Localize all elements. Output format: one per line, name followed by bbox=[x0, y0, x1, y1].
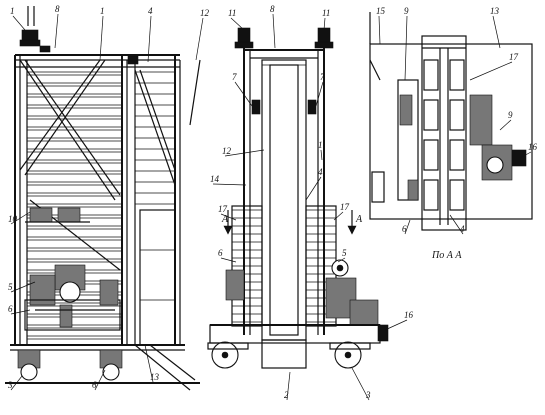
callout-label: 12 bbox=[200, 8, 210, 18]
rail-plates bbox=[423, 59, 465, 211]
section-caption: По А А bbox=[431, 250, 462, 261]
callout-label: 3 bbox=[7, 380, 13, 390]
section-arrow-letter: А bbox=[355, 214, 363, 225]
drive-assembly bbox=[24, 264, 121, 331]
callout-label: 5 bbox=[8, 282, 13, 292]
wheel-icon bbox=[207, 341, 249, 369]
callout-label: 3 bbox=[365, 390, 371, 400]
callout-label: 1 bbox=[100, 6, 105, 16]
section-view bbox=[369, 12, 533, 231]
callout-label: 9 bbox=[404, 6, 409, 16]
callout-label: 4 bbox=[148, 6, 153, 16]
side-view bbox=[5, 6, 201, 391]
callout-label: 17 bbox=[509, 52, 519, 62]
callout-label: 13 bbox=[490, 6, 500, 16]
guide-roller-icon bbox=[307, 99, 317, 115]
motor-icon bbox=[469, 94, 527, 181]
callout-label: 8 bbox=[55, 4, 60, 14]
callout-label: 17 bbox=[218, 204, 228, 214]
callout-label: 8 bbox=[270, 4, 275, 14]
front-view bbox=[207, 27, 389, 369]
callout-label: 7 bbox=[232, 72, 237, 82]
callout-label: 11 bbox=[322, 8, 330, 18]
callout-label: 1 bbox=[318, 140, 323, 150]
wheel-icon bbox=[17, 349, 41, 381]
callout-label: 15 bbox=[376, 6, 386, 16]
guide-roller-icon bbox=[251, 99, 261, 115]
motor-icon bbox=[225, 269, 245, 301]
callout-label: 11 bbox=[228, 8, 236, 18]
lifting-eye-icon bbox=[19, 6, 41, 47]
callout-label: 17 bbox=[340, 202, 350, 212]
callout-label: 9 bbox=[508, 110, 513, 120]
callout-label: 6 bbox=[92, 380, 97, 390]
callout-label: 7 bbox=[320, 72, 325, 82]
bracket-icon bbox=[39, 45, 51, 53]
wheel-icon bbox=[99, 349, 123, 381]
callout-label: 6 bbox=[402, 224, 407, 234]
callout-label: 4 bbox=[318, 167, 323, 177]
shelf-slats bbox=[27, 71, 175, 340]
lifting-eye-icon bbox=[314, 27, 334, 49]
lifting-eye-icon bbox=[234, 27, 254, 49]
callout-label: 6 bbox=[8, 304, 13, 314]
wheel-icon bbox=[329, 341, 371, 369]
callout-label: 12 bbox=[222, 146, 232, 156]
callout-label: 10 bbox=[8, 214, 18, 224]
callout-label: 14 bbox=[210, 174, 220, 184]
callout-label: 5 bbox=[342, 248, 347, 258]
callout-label: 16 bbox=[528, 142, 538, 152]
callout-label: 4 bbox=[460, 224, 465, 234]
section-arrow-letter: А bbox=[221, 214, 229, 225]
callout-label: 6 bbox=[218, 248, 223, 258]
connector-icon bbox=[377, 324, 389, 342]
section-arrow-icon bbox=[223, 210, 233, 235]
motor-icon bbox=[325, 259, 379, 326]
callout-label: 16 bbox=[404, 310, 414, 320]
callout-label: 2 bbox=[284, 390, 289, 400]
motor-icon bbox=[25, 207, 90, 223]
shelf-slats bbox=[231, 205, 263, 327]
section-arrow-icon bbox=[347, 210, 357, 235]
callout-label: 1 bbox=[10, 6, 15, 16]
callout-label: 13 bbox=[150, 372, 160, 382]
